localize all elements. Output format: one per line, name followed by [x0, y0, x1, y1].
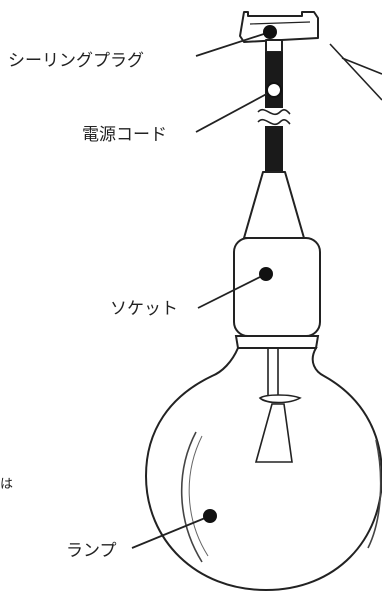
- leader-lines: [131, 31, 275, 549]
- lamp-highlight-right: [367, 439, 382, 549]
- power-cord-upper: [265, 52, 283, 108]
- socket-collar: [234, 335, 320, 349]
- cord-break-icon: [257, 108, 291, 126]
- socket-top: [243, 171, 305, 239]
- power-cord-lower: [265, 126, 283, 172]
- label-socket: ソケット: [110, 299, 178, 319]
- ceiling-plug-dot: [263, 25, 277, 39]
- lamp-highlight-left: [180, 431, 203, 563]
- pointer-dots: [203, 25, 282, 523]
- label-lamp: ランプ: [66, 541, 117, 561]
- lamp-dot: [203, 509, 217, 523]
- ceiling-plug: [239, 11, 319, 53]
- ceiling-edge-mark: [329, 43, 382, 101]
- lamp-highlight-left-inner: [188, 435, 209, 557]
- label-edge-char: は: [0, 477, 13, 492]
- socket-dot: [259, 267, 273, 281]
- label-ceiling-plug: シーリングプラグ: [8, 51, 144, 71]
- socket-body: [233, 237, 321, 337]
- label-power-cord: 電源コード: [82, 125, 167, 145]
- lamp-filament: [254, 348, 302, 463]
- power-cord-dot: [266, 82, 282, 98]
- lamp-globe: [144, 347, 382, 592]
